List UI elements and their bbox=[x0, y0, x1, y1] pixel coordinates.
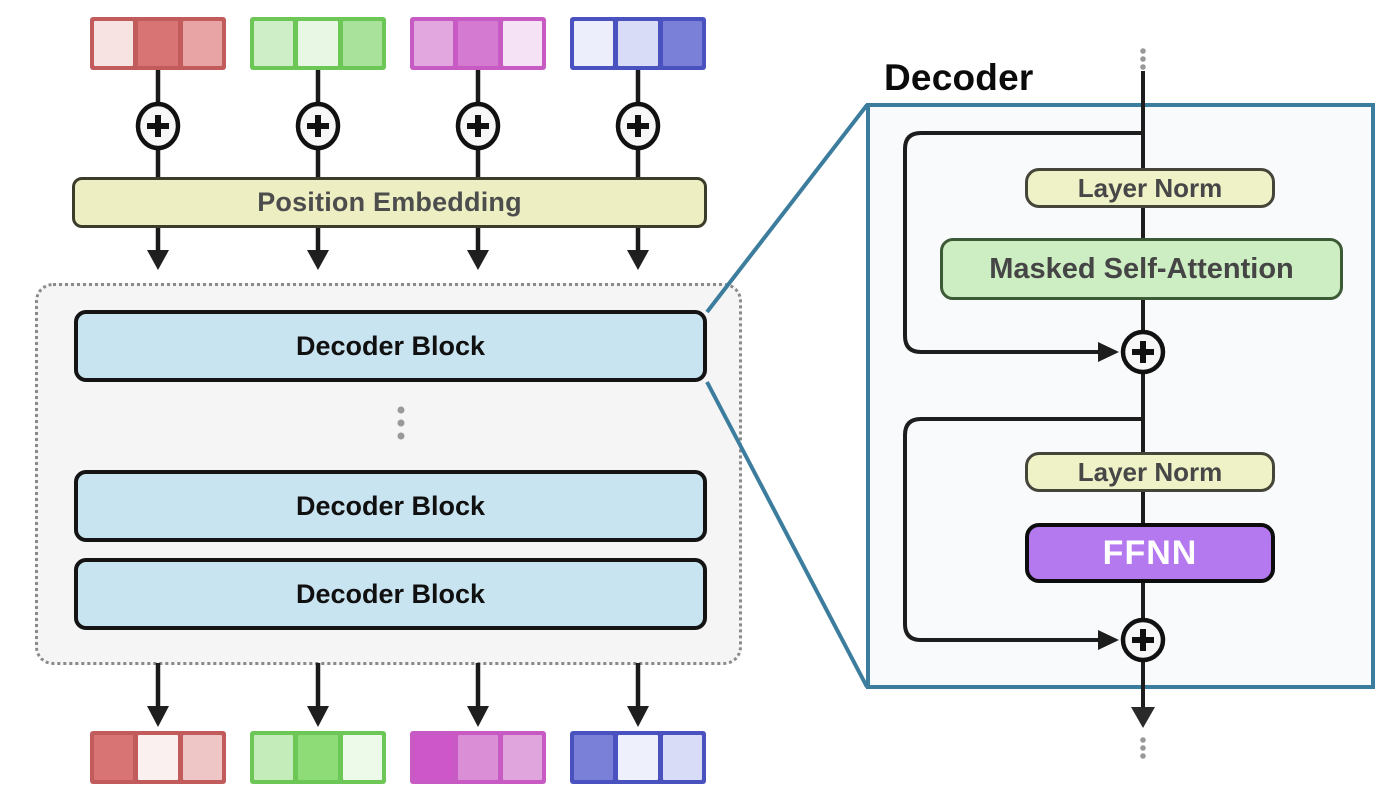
embedding-cell bbox=[458, 21, 498, 66]
output-token-red bbox=[90, 731, 226, 784]
residual-skip-1 bbox=[903, 131, 1143, 354]
embedding-cell bbox=[662, 735, 702, 780]
input-token-blue bbox=[570, 17, 706, 70]
residual-skip-1-arrowhead bbox=[1098, 342, 1119, 362]
embedding-cell bbox=[298, 735, 338, 780]
zoom-connectors bbox=[705, 103, 869, 688]
decoder-block-3: Decoder Block bbox=[74, 558, 707, 630]
embedding-cell bbox=[662, 21, 702, 66]
input-ellipsis-icon bbox=[1140, 48, 1146, 70]
add-node bbox=[1120, 617, 1166, 663]
embedding-cell bbox=[414, 21, 454, 66]
output-token-green bbox=[250, 731, 386, 784]
detail-flow bbox=[903, 48, 1166, 759]
plus-icon bbox=[307, 115, 329, 137]
decoder-block-1: Decoder Block bbox=[74, 310, 707, 382]
embedding-cell bbox=[298, 21, 338, 66]
input-token-red bbox=[90, 17, 226, 70]
plus-icon bbox=[467, 115, 489, 137]
output-ellipsis-icon bbox=[1140, 737, 1146, 759]
embedding-cell bbox=[458, 735, 498, 780]
plus-icon bbox=[627, 115, 649, 137]
embedding-cell bbox=[618, 735, 658, 780]
detail-output-arrowhead bbox=[1131, 707, 1155, 728]
embedding-cell bbox=[618, 21, 658, 66]
embedding-cell bbox=[182, 735, 222, 780]
embedding-cell bbox=[138, 735, 178, 780]
stack-ellipsis-icon bbox=[397, 406, 405, 440]
plus-icon bbox=[147, 115, 169, 137]
residual-skip-2-arrowhead bbox=[1098, 630, 1119, 650]
masked-self-attention-box: Masked Self-Attention bbox=[940, 238, 1343, 300]
embedding-cell bbox=[502, 735, 542, 780]
zoom-connector-top bbox=[705, 103, 869, 314]
add-position-nodes bbox=[135, 101, 661, 151]
embedding-cell bbox=[414, 735, 454, 780]
output-token-magenta bbox=[410, 731, 546, 784]
residual-skip-2 bbox=[903, 417, 1143, 642]
embedding-cell bbox=[254, 735, 294, 780]
input-token-magenta bbox=[410, 17, 546, 70]
layer-norm-1-box: Layer Norm bbox=[1025, 168, 1275, 208]
embedding-cell bbox=[94, 735, 134, 780]
position-embedding-box: Position Embedding bbox=[72, 177, 707, 228]
add-node bbox=[295, 101, 341, 151]
arrows-out-of-stack bbox=[147, 663, 649, 727]
decoder-detail-title: Decoder bbox=[884, 57, 1034, 98]
plus-icon bbox=[1132, 629, 1154, 651]
embedding-cell bbox=[138, 21, 178, 66]
add-node bbox=[615, 101, 661, 151]
embedding-cell bbox=[574, 21, 614, 66]
embedding-cell bbox=[182, 21, 222, 66]
zoom-connector-bottom bbox=[705, 381, 869, 688]
arrows-into-stack bbox=[147, 228, 649, 270]
layer-norm-2-box: Layer Norm bbox=[1025, 452, 1275, 492]
add-node bbox=[455, 101, 501, 151]
input-token-green bbox=[250, 17, 386, 70]
add-node bbox=[1120, 329, 1166, 375]
plus-icon bbox=[1132, 341, 1154, 363]
embedding-stems bbox=[155, 66, 641, 182]
output-token-blue bbox=[570, 731, 706, 784]
decoder-block-2: Decoder Block bbox=[74, 470, 707, 542]
ffnn-box: FFNN bbox=[1025, 523, 1275, 583]
embedding-cell bbox=[574, 735, 614, 780]
embedding-cell bbox=[94, 21, 134, 66]
embedding-cell bbox=[342, 21, 382, 66]
add-node bbox=[135, 101, 181, 151]
embedding-cell bbox=[342, 735, 382, 780]
embedding-cell bbox=[254, 21, 294, 66]
embedding-cell bbox=[502, 21, 542, 66]
